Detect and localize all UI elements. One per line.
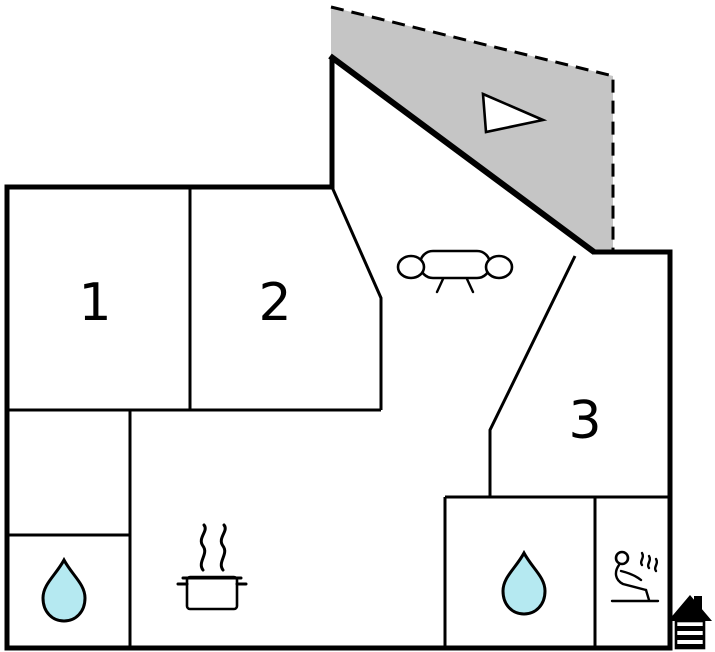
sofa-armrest-left [396, 254, 426, 280]
house-roof [668, 595, 712, 621]
north-arrow-icon [481, 91, 548, 134]
sofa-body [418, 249, 492, 280]
room-1-label: 1 [78, 273, 111, 333]
sofa-icon [396, 249, 514, 294]
sofa-armrest-right [484, 254, 514, 280]
sauna-steam [653, 557, 659, 573]
steam-line [219, 523, 227, 572]
sauna-steam [646, 554, 652, 570]
sauna-steam [639, 551, 645, 567]
steam-line [199, 523, 207, 572]
house-stripe [677, 635, 703, 640]
sauna-person-body [614, 563, 648, 592]
terrace-dashed-border [330, 5, 615, 250]
sauna-icon [610, 550, 660, 603]
terrace-area [331, 7, 613, 250]
diagonal-wall [328, 53, 596, 255]
room-2-label: 2 [258, 273, 291, 333]
sofa-legs [435, 277, 475, 294]
house-stripe [677, 626, 703, 631]
room-3-label: 3 [568, 391, 601, 451]
house-stripe [677, 644, 703, 648]
house-icon [668, 595, 712, 650]
house-chimney [694, 596, 702, 610]
house-body [674, 619, 706, 650]
interior-walls [7, 186, 668, 646]
sauna-person-head [614, 550, 630, 566]
sauna-person-leg [644, 588, 651, 602]
pot-body [185, 575, 239, 611]
sauna-person-arm [619, 569, 643, 582]
cooking-pot-icon [176, 523, 248, 611]
